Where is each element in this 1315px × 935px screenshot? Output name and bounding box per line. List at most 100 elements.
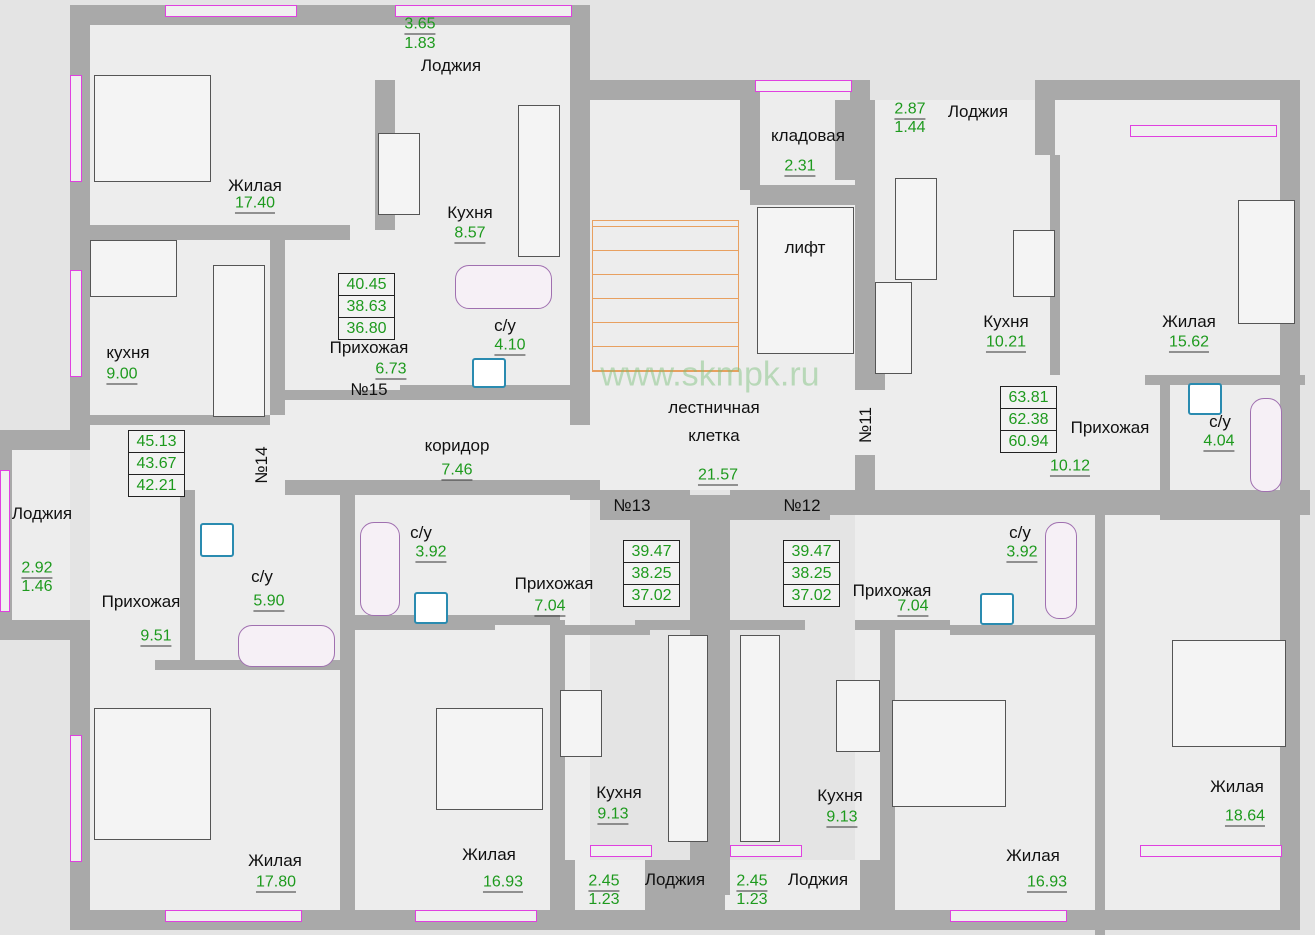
apt15-loggia-label: Лоджия xyxy=(420,56,482,75)
apt15-living-area: 17.40 xyxy=(234,194,276,214)
apt11-loggia-label: Лоджия xyxy=(947,102,1009,121)
apt15-loggia-area-top: 3.65 xyxy=(404,15,436,35)
apt11-bathroom-area: 4.04 xyxy=(1203,432,1235,452)
apt15-loggia-area-bottom: 1.83 xyxy=(404,35,436,52)
wall xyxy=(340,495,355,915)
apt13-total-area: 39.47 xyxy=(624,541,679,563)
bathtub xyxy=(238,625,335,667)
apt14-loggia-area-bottom: 1.46 xyxy=(21,578,53,595)
apt14-hall-area: 9.51 xyxy=(140,627,172,647)
stairwell-label-2: клетка xyxy=(688,426,740,445)
bed xyxy=(1172,640,1286,747)
wall xyxy=(590,80,750,100)
corridor-label: коридор xyxy=(424,436,490,455)
apt14-living-label: Жилая xyxy=(248,851,302,870)
apt12-kitchen-label: Кухня xyxy=(817,786,863,805)
window xyxy=(730,845,802,857)
window xyxy=(1130,125,1277,137)
wall xyxy=(635,620,705,630)
wall xyxy=(180,490,195,665)
apt13-kitchen-label: Кухня xyxy=(596,783,642,802)
bathtub xyxy=(360,522,400,616)
apt14-loggia-area-top: 2.92 xyxy=(21,559,53,579)
apt13-usable-area: 37.02 xyxy=(631,587,672,604)
apt11-total-area: 63.81 xyxy=(1001,387,1056,409)
apt12-bathroom-label: с/у xyxy=(1009,523,1031,542)
wall xyxy=(950,625,1100,635)
apt15-bathroom-area: 4.10 xyxy=(494,336,526,356)
window xyxy=(70,270,82,377)
apt11-living2-area: 18.64 xyxy=(1224,807,1266,827)
apt12-bathroom-area: 3.92 xyxy=(1006,543,1038,563)
apt12-number: №12 xyxy=(783,496,821,515)
apt11-kitchen-label: Кухня xyxy=(983,312,1029,331)
wall xyxy=(730,620,805,630)
apt11-living2-label: Жилая xyxy=(1210,777,1264,796)
kitchen-table xyxy=(1013,230,1055,297)
counter xyxy=(518,105,560,257)
wall xyxy=(560,625,650,635)
stairwell-area: 21.57 xyxy=(697,466,739,486)
apt12-total-area: 39.47 xyxy=(784,541,839,563)
bathtub xyxy=(1250,398,1282,492)
wall xyxy=(490,615,560,625)
wall xyxy=(835,100,855,180)
apt11-living-total: 62.38 xyxy=(1001,409,1056,431)
wall xyxy=(285,480,585,495)
apt13-bathroom-area: 3.92 xyxy=(415,543,447,563)
window xyxy=(415,910,537,922)
wall xyxy=(1055,80,1295,100)
washing-machine xyxy=(1188,383,1222,415)
apt11-living1-label: Жилая xyxy=(1162,312,1216,331)
counter xyxy=(213,265,265,417)
apt13-area-box: 39.47 38.25 37.02 xyxy=(623,540,680,607)
wall xyxy=(855,620,950,630)
wall xyxy=(1160,495,1300,520)
stairwell-label-1: лестничная xyxy=(668,398,760,417)
apt12-kitchen-area: 9.13 xyxy=(826,808,858,828)
window xyxy=(0,470,10,612)
washing-machine xyxy=(200,523,234,557)
kitchen-table xyxy=(90,240,177,297)
window xyxy=(755,80,852,92)
apt11-bathroom-label: с/у xyxy=(1209,412,1231,431)
apt11-kitchen-area: 10.21 xyxy=(985,333,1027,353)
storage-area: 2.31 xyxy=(784,157,816,177)
washing-machine xyxy=(980,593,1014,625)
apt15-total-area: 40.45 xyxy=(339,274,394,296)
wall xyxy=(740,80,760,190)
apt12-living-area: 16.93 xyxy=(1026,873,1068,893)
apt11-hall-area: 10.12 xyxy=(1049,457,1091,477)
bathtub xyxy=(1045,522,1077,619)
washing-machine xyxy=(472,358,506,388)
apt14-total-area: 45.13 xyxy=(129,431,184,453)
wall xyxy=(880,620,895,915)
counter xyxy=(875,282,912,374)
watermark: www.skmpk.ru xyxy=(600,355,820,394)
apt13-kitchen-area: 9.13 xyxy=(597,805,629,825)
window xyxy=(165,910,302,922)
apt15-hall-area: 6.73 xyxy=(375,360,407,380)
bed xyxy=(94,708,211,840)
apt14-loggia-label: Лоджия xyxy=(11,504,73,523)
room-floor xyxy=(725,860,860,915)
wall xyxy=(90,415,270,425)
apt11-loggia-area-bottom: 1.44 xyxy=(894,119,926,136)
apt11-hall-label: Прихожая xyxy=(1070,418,1150,437)
bathtub xyxy=(455,265,552,309)
counter xyxy=(895,178,937,280)
apt15-living-total: 38.63 xyxy=(339,296,394,318)
wall xyxy=(0,620,90,640)
counter xyxy=(668,635,708,842)
apt15-living-label: Жилая xyxy=(228,176,282,195)
apt13-living-area: 16.93 xyxy=(482,873,524,893)
wall xyxy=(570,5,590,425)
wall xyxy=(1145,375,1305,385)
window xyxy=(950,910,1067,922)
wall xyxy=(855,455,875,495)
apt13-loggia-label: Лоджия xyxy=(644,870,706,889)
wall xyxy=(90,225,350,240)
window xyxy=(70,735,82,862)
apt11-loggia-area-top: 2.87 xyxy=(894,100,926,120)
